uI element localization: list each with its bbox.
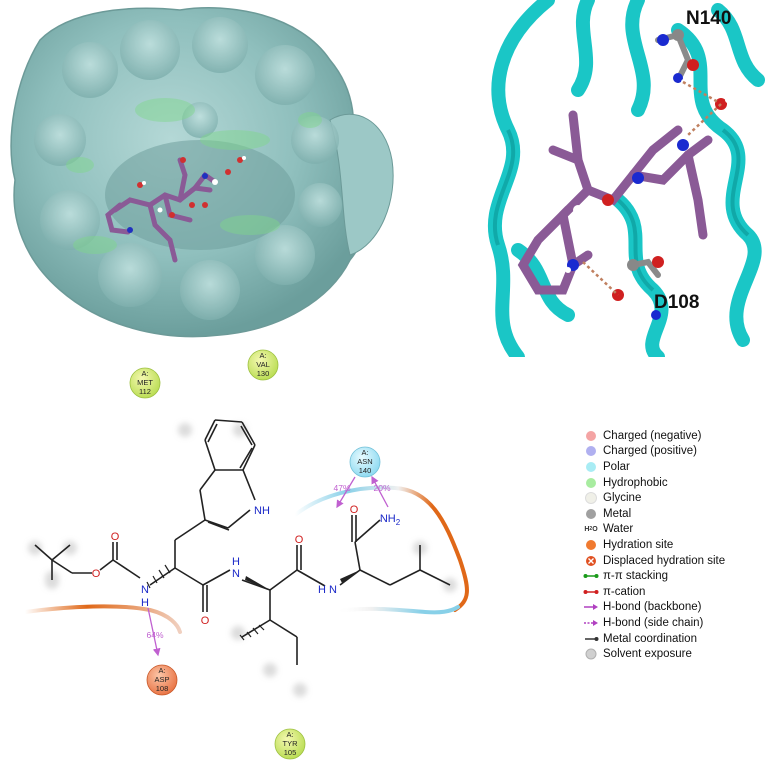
protein-surface-image (10, 7, 394, 338)
arrow-right-icon (583, 601, 599, 613)
svg-text:MET: MET (137, 378, 153, 387)
atom-h2: H (232, 556, 240, 568)
halo-icon (583, 648, 599, 660)
hbond-percent-asp: 64% (146, 630, 163, 640)
legend-item-hbond-backbone: H-bond (backbone) (583, 600, 763, 616)
legend-item-metal-coordination: Metal coordination (583, 631, 763, 647)
protein-ribbon-image (487, 0, 765, 364)
surface-lobe-right (329, 113, 394, 256)
atom-n1: N (141, 584, 149, 596)
atom-n3: N (329, 584, 337, 596)
legend-item-metal: Metal (583, 506, 763, 522)
svg-text:VAL: VAL (256, 360, 270, 369)
protein-surface-panel (0, 0, 400, 345)
atom-nh2: NH2 (380, 513, 401, 527)
atom-n2: N (232, 568, 240, 580)
svg-text:105: 105 (284, 748, 297, 757)
svg-text:ASP: ASP (154, 675, 169, 684)
residue-asn140: A: ASN 140 (349, 446, 381, 478)
atom-label-group: NH N H N H N H NH2 O O O O O (92, 504, 401, 627)
legend: Charged (negative) Charged (positive) Po… (583, 428, 763, 662)
hbond-arrows (147, 475, 389, 657)
legend-item-polar: Polar (583, 459, 763, 475)
svg-text:130: 130 (257, 369, 270, 378)
svg-text:140: 140 (359, 466, 372, 475)
legend-item-displaced-hydration-site: Displaced hydration site (583, 553, 763, 569)
residue-tyr105: A: TYR 105 (274, 728, 306, 760)
atom-o4: O (295, 534, 304, 546)
legend-item-charged-positive: Charged (positive) (583, 444, 763, 460)
line-dot-icon (583, 570, 599, 582)
hbond-dashes (582, 80, 722, 296)
circle-icon (583, 508, 599, 520)
ligand-interaction-svg: NH N H N H N H NH2 O O O O O 47% 20% 64% (23, 349, 469, 760)
hashed-bonds (146, 564, 265, 641)
residue-val130: A: VAL 130 (247, 349, 279, 381)
stereo-wedges (245, 570, 360, 590)
residue-asp108: A: ASP 108 (146, 664, 178, 696)
svg-text:TYR: TYR (283, 739, 299, 748)
legend-item-solvent-exposure: Solvent exposure (583, 646, 763, 662)
svg-text:A:: A: (286, 730, 293, 739)
hbond-percent-labels: 47% 20% 64% (146, 483, 390, 640)
svg-text:112: 112 (139, 387, 151, 396)
svg-text:A:: A: (141, 369, 148, 378)
hbond-percent-asn-a: 47% (333, 483, 350, 493)
atom-h1: H (141, 597, 149, 609)
legend-item-glycine: Glycine (583, 490, 763, 506)
helix-ribbons-dark (492, 128, 750, 292)
circle-icon (583, 492, 599, 505)
atom-o5: O (350, 504, 359, 516)
surface-bumps (34, 17, 342, 320)
residue-label-d108: D108 (654, 292, 700, 313)
svg-text:A:: A: (158, 666, 165, 675)
cross-circle-icon (583, 555, 599, 567)
pocket-lines (23, 485, 469, 634)
ligand-bonds (34, 419, 451, 665)
legend-item-hydrophobic: Hydrophobic (583, 475, 763, 491)
svg-text:A:: A: (361, 448, 368, 457)
legend-item-pi-cation: π-cation (583, 584, 763, 600)
protein-ribbon-panel: N140 D108 (478, 0, 765, 364)
atom-o1: O (92, 568, 101, 580)
line-dot-icon (583, 586, 599, 598)
line-dot-icon (583, 633, 599, 645)
svg-text:A:: A: (259, 351, 266, 360)
atom-o3: O (201, 615, 210, 627)
circle-icon (583, 539, 599, 551)
circle-icon (583, 477, 599, 489)
legend-item-pi-pi-stacking: π-π stacking (583, 568, 763, 584)
residue-met112: A: MET 112 (129, 367, 161, 399)
atom-nh-indole: NH (254, 505, 270, 517)
legend-item-hbond-side-chain: H-bond (side chain) (583, 615, 763, 631)
ligand-atoms (127, 156, 246, 233)
legend-item-charged-negative: Charged (negative) (583, 428, 763, 444)
residue-label-n140: N140 (686, 8, 732, 29)
circle-icon (583, 445, 599, 457)
atom-h3: H (318, 584, 326, 596)
svg-text:ASN: ASN (357, 457, 372, 466)
binding-pocket (105, 140, 295, 250)
arrow-dashed-icon (583, 617, 599, 629)
svg-text:108: 108 (156, 684, 169, 693)
ligand-interaction-diagram: NH N H N H N H NH2 O O O O O 47% 20% 64% (0, 340, 765, 763)
hbond-percent-asn-b: 20% (373, 483, 390, 493)
hydrophobic-mesh (66, 98, 322, 254)
circle-icon (583, 461, 599, 473)
legend-item-hydration-site: Hydration site (583, 537, 763, 553)
circle-icon (583, 430, 599, 442)
atom-o2: O (111, 531, 120, 543)
